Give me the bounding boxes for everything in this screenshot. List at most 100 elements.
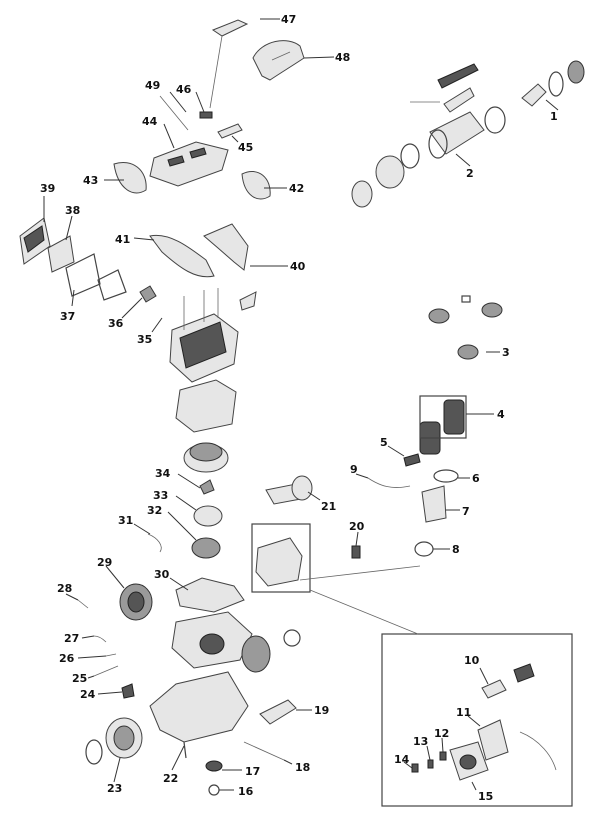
part-43-side-shield-left [113, 162, 147, 194]
callout-27: 27 [64, 632, 79, 645]
detail-inset-box [299, 565, 573, 807]
part-1-nozzle-cap [521, 60, 585, 107]
callout-48: 48 [335, 51, 350, 64]
part-20-connector [351, 545, 361, 559]
callout-36: 36 [108, 317, 124, 330]
callout-41: 41 [115, 233, 130, 246]
part-14-clip [411, 763, 419, 773]
part-motor-fan [183, 442, 229, 473]
callout-13: 13 [413, 735, 428, 748]
callout-1: 1 [550, 110, 558, 123]
callout-11: 11 [456, 706, 471, 719]
callout-3: 3 [502, 346, 510, 359]
part-48-top-cover [252, 40, 305, 81]
part-3-filter-caps [428, 295, 503, 360]
part-40-duct-right [203, 223, 249, 271]
callout-25: 25 [72, 672, 87, 685]
part-4-cartridge-filters [419, 395, 467, 455]
part-13-pin [427, 759, 434, 769]
part-38-filter-frame [47, 235, 75, 273]
callout-45: 45 [238, 141, 253, 154]
callout-46: 46 [176, 83, 192, 96]
callout-21: 21 [321, 500, 336, 513]
part-9-wire [367, 477, 411, 488]
part-wheel-hub-center [171, 611, 253, 669]
callout-8: 8 [452, 543, 460, 556]
part-5-clip [403, 453, 421, 467]
callout-42: 42 [289, 182, 304, 195]
part-11-bracket-arm [477, 719, 509, 761]
part-motor-cover-box [175, 379, 237, 433]
part-36-seal [97, 269, 157, 303]
callout-4: 4 [497, 408, 505, 421]
part-45-spring [217, 123, 243, 139]
part-35-motor-housing [169, 288, 257, 383]
callout-32: 32 [147, 504, 162, 517]
part-19-switch [259, 699, 297, 725]
part-pump-assembly [251, 523, 311, 593]
callout-19: 19 [314, 704, 329, 717]
callout-24: 24 [80, 688, 96, 701]
part-49-switch-arm [159, 95, 189, 131]
callout-10: 10 [464, 654, 480, 667]
part-33-brush-roll [193, 505, 223, 527]
part-42-side-shield-right [241, 171, 271, 200]
callout-38: 38 [65, 204, 80, 217]
part-24-latch [121, 683, 135, 699]
callout-2: 2 [466, 167, 474, 180]
callout-9: 9 [350, 463, 358, 476]
callout-47: 47 [281, 13, 296, 26]
callout-15: 15 [478, 790, 493, 803]
callout-12: 12 [434, 727, 449, 740]
part-46-clip [199, 111, 213, 119]
part-26-pin [105, 653, 117, 657]
callout-14: 14 [394, 753, 410, 766]
callout-43: 43 [83, 174, 98, 187]
callout-16: 16 [238, 785, 254, 798]
callout-5: 5 [380, 436, 388, 449]
part-32-brush-gear [191, 537, 221, 559]
part-30-base-plate [175, 577, 245, 613]
callout-20: 20 [349, 520, 365, 533]
part-44-control-board [149, 141, 229, 187]
part-18-rod [243, 741, 285, 761]
callout-39: 39 [40, 182, 55, 195]
callout-49: 49 [145, 79, 160, 92]
callout-44: 44 [142, 115, 158, 128]
callout-33: 33 [153, 489, 168, 502]
callout-22: 22 [163, 772, 178, 785]
part-22-main-body [149, 671, 249, 759]
part-25-link [93, 665, 119, 677]
part-31-cable-clip [147, 533, 162, 553]
part-8-seal-ring [414, 541, 434, 557]
part-34-brush-cap [199, 479, 215, 495]
part-16-caster-ball [208, 784, 220, 796]
part-15-pump-motor [449, 731, 557, 781]
part-wheel-right [241, 629, 301, 673]
callout-37: 37 [60, 310, 75, 323]
part-21-bracket [265, 475, 313, 505]
callout-35: 35 [137, 333, 152, 346]
part-47-handle-grip [209, 19, 249, 109]
callout-17: 17 [245, 765, 260, 778]
callout-34: 34 [155, 467, 171, 480]
part-7-cup [421, 485, 447, 523]
part-2-handle-body [410, 63, 506, 159]
callout-31: 31 [118, 514, 133, 527]
callout-18: 18 [295, 761, 310, 774]
part-swivel-rings [351, 143, 420, 208]
part-10-lever [481, 663, 535, 699]
part-28-wire-clip [77, 599, 89, 609]
part-6-ring [433, 469, 459, 483]
part-12-screw [439, 751, 447, 761]
part-39-filter-housing [19, 217, 51, 265]
callout-23: 23 [107, 782, 122, 795]
callout-30: 30 [154, 568, 170, 581]
part-29-fan-cover [119, 583, 153, 621]
part-23-wheel [85, 717, 143, 765]
callout-6: 6 [472, 472, 480, 485]
part-37-gasket [65, 253, 101, 297]
part-17-caster [205, 760, 223, 772]
callout-28: 28 [57, 582, 72, 595]
